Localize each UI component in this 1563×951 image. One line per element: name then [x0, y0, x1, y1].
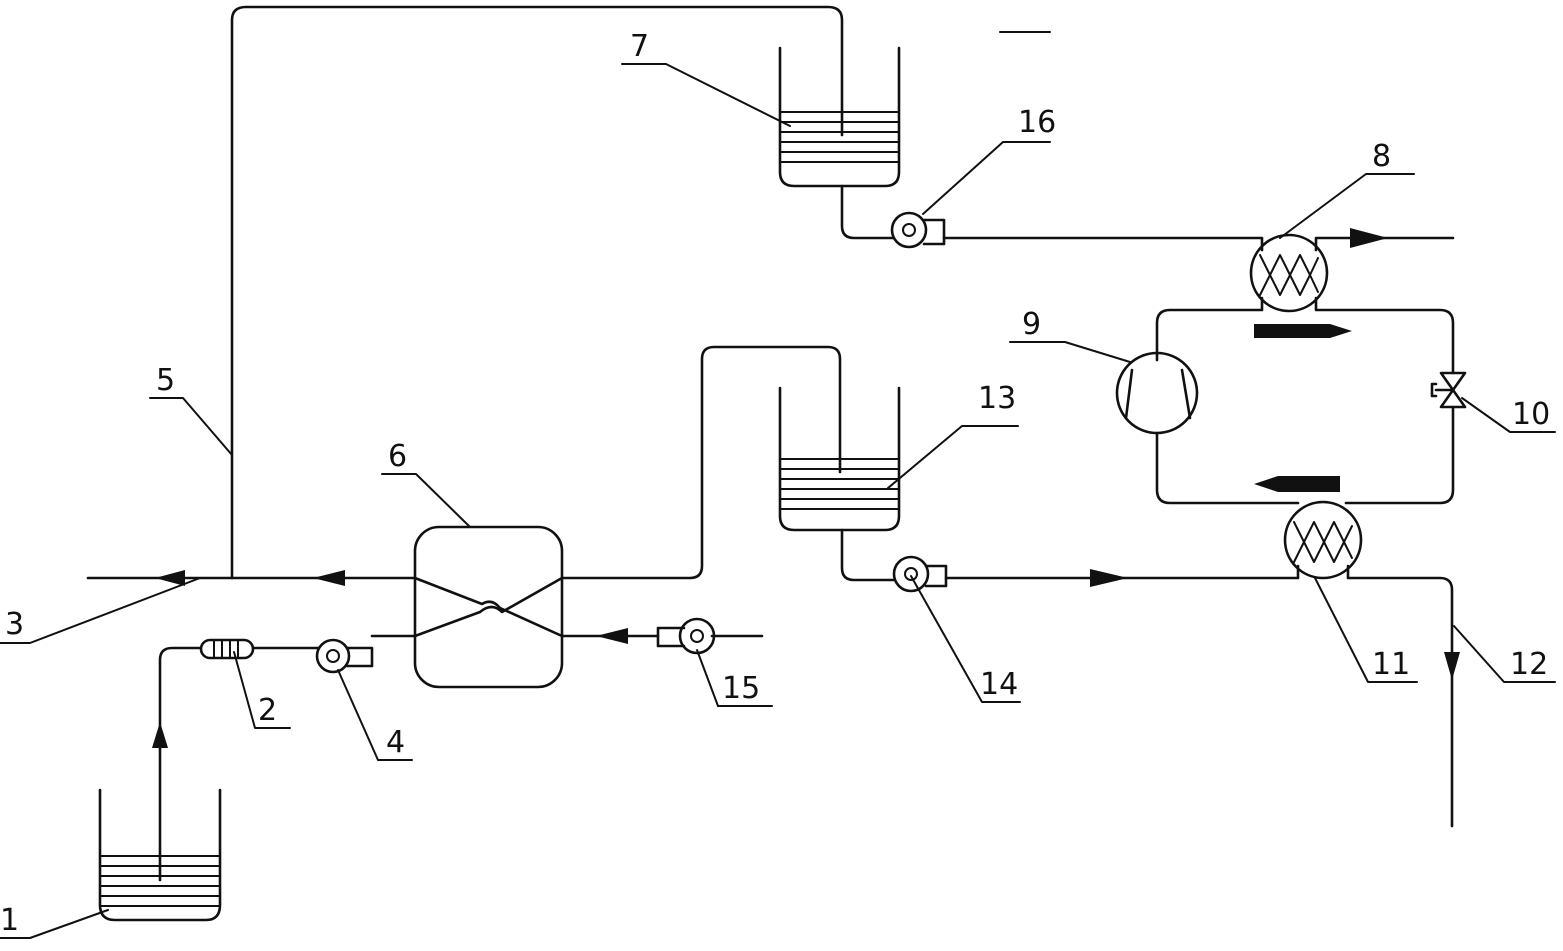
label-15: 15: [722, 671, 760, 706]
flow-arrow-left-4: [1254, 476, 1340, 492]
pipe-pump16-to-hx8: [942, 236, 1264, 252]
refrigerant-loop-right: [1344, 405, 1455, 505]
label-3: 3: [5, 607, 24, 642]
pipe-tank13-to-pump14: [840, 528, 897, 582]
pipe-5-to-tank7: [230, 5, 844, 580]
refrigerant-loop-left: [1155, 431, 1300, 505]
pipe-tank1-to-filter: [158, 646, 202, 882]
pump-16: [890, 211, 946, 249]
label-12: 12: [1510, 647, 1548, 682]
label-9: 9: [1022, 307, 1041, 342]
label-14: 14: [980, 667, 1018, 702]
label-13: 13: [978, 381, 1016, 416]
filter-2: [199, 638, 255, 660]
pipe-tank7-to-pump16: [840, 184, 895, 240]
label-7: 7: [630, 29, 649, 64]
label-2: 2: [258, 693, 277, 728]
flow-arrow-right-3: [1090, 569, 1128, 587]
label-4: 4: [386, 725, 405, 760]
refrigerant-loop-top-right: [1314, 296, 1455, 375]
flow-arrow-left-2: [313, 570, 345, 586]
flow-arrow-down: [1444, 652, 1460, 680]
label-1: 1: [0, 903, 19, 938]
fan-15: [656, 617, 764, 655]
pipe-12-outlet: [1346, 564, 1454, 828]
pipe-hx6-to-tank13: [560, 345, 842, 580]
flow-arrow-left-1: [155, 570, 185, 586]
tank-7: [778, 46, 901, 188]
label-10: 10: [1512, 397, 1550, 432]
heat-exchanger-11: [1283, 500, 1363, 580]
pipe-pump14-to-hx11: [944, 564, 1300, 580]
leader-lines: [0, 31, 1556, 939]
pipe-hx8-outlet: [1314, 236, 1455, 252]
label-8: 8: [1372, 139, 1391, 174]
label-5: 5: [156, 363, 175, 398]
flow-arrow-right-2: [1254, 324, 1352, 338]
compressor-9: [1115, 351, 1199, 435]
label-16: 16: [1018, 105, 1056, 140]
tank-1: [98, 788, 222, 922]
flow-arrow-up: [152, 722, 168, 748]
expansion-valve-10: [1430, 371, 1467, 409]
flow-arrow-right-1: [1350, 228, 1388, 248]
refrigerant-loop-top: [1155, 296, 1264, 362]
heat-exchanger-6: [413, 525, 564, 689]
pump-14: [892, 555, 948, 593]
label-11: 11: [1372, 647, 1410, 682]
flow-arrow-left-3: [596, 628, 628, 644]
label-6: 6: [388, 439, 407, 474]
tank-13: [778, 386, 901, 532]
heat-exchanger-8: [1249, 233, 1329, 313]
pump-4: [315, 638, 374, 674]
